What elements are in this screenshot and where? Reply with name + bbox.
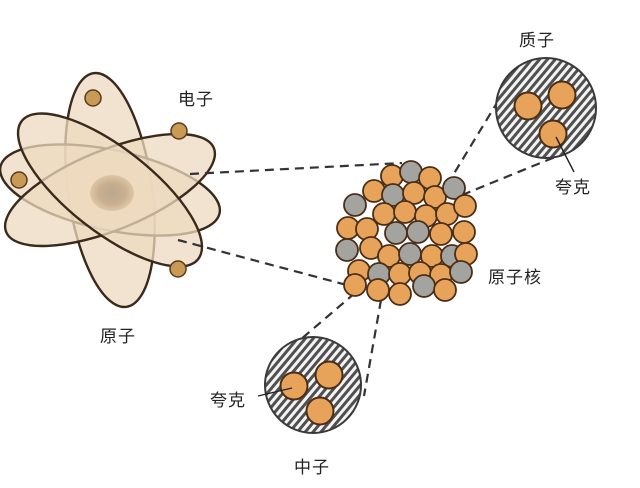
quark-pointer [257, 387, 293, 397]
quark-icon [305, 396, 335, 426]
atom-nucleus-core [90, 175, 134, 211]
electron-icon [170, 122, 188, 140]
neutron-label: 中子 [294, 458, 330, 478]
neutron-quark-label: 夸克 [210, 391, 246, 411]
atom-label: 原子 [100, 327, 136, 347]
neutron [257, 336, 362, 434]
proton [495, 57, 597, 173]
electron-icon [169, 260, 187, 278]
atom [0, 71, 222, 309]
electron-label: 电子 [178, 90, 214, 110]
electron-icon [10, 171, 28, 189]
quark-pointer [555, 136, 575, 173]
quark-icon [547, 80, 577, 110]
proton-label: 质子 [519, 31, 555, 51]
nucleus-label: 原子核 [488, 268, 542, 288]
nucleus-cluster [335, 160, 478, 306]
electrons [10, 89, 188, 278]
quark-icon [279, 371, 309, 401]
proton-quark-label: 夸克 [555, 178, 591, 198]
electron-icon [84, 89, 102, 107]
quark-icon [538, 119, 568, 149]
quark-icon [513, 91, 543, 121]
quark-icon [314, 360, 344, 390]
